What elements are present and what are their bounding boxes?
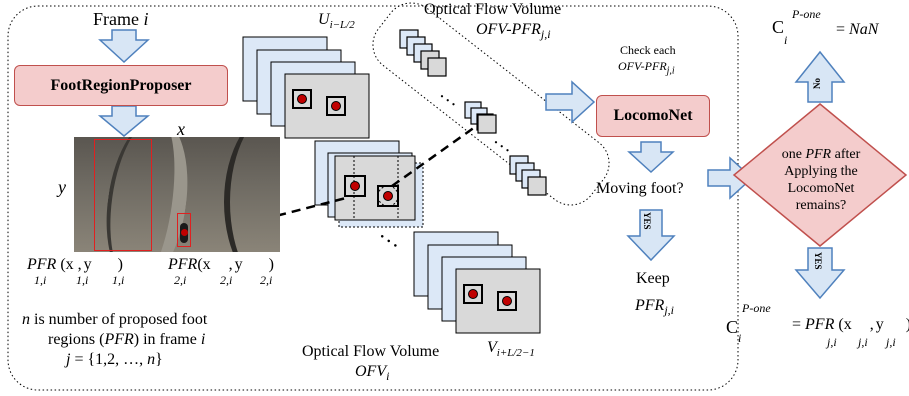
ofv-top-sub: OFV-PFRj,i [476,21,551,42]
no-label: No [812,78,822,89]
decision-diamond [732,103,908,247]
note-line-3: j = {1,2, …, n} [66,351,163,368]
dashed-link-volume [391,120,483,188]
v-label: Vi+L/2−1 [487,339,535,360]
pfr1-ysub: 1,i [112,273,125,287]
note-line-2: regions (PFR) in frame i [48,331,206,348]
top-result: C [772,17,785,37]
note-line-1: n is number of proposed foot [22,311,208,328]
bottom-result-sub: i [738,331,742,345]
check-each-label: Check each [620,43,676,57]
bottom-result-pfrsub: j,i [827,335,837,349]
pfr1-label: PFR (x ,y ) [27,256,123,273]
ofv-bottom-sub: OFVi [355,363,390,384]
pfr2-label: PFR(x ,y ) [168,256,274,273]
check-each-sub: OFV-PFRj,i [618,59,675,77]
locomonet-box: LocomoNet [596,95,710,137]
ellipsis-bottom: . . . [378,225,404,250]
top-result-eq: = NaN [836,21,879,38]
arrow-to-locomonet [545,80,596,124]
arrow-yes-down [626,209,676,262]
u-label: Ui−L/2 [318,11,355,32]
axis-y-label: y [58,177,66,197]
frame-label: Frame i [93,9,149,29]
arrow-no-up [794,50,846,103]
ofv-container [372,2,610,206]
bottom-result: C [726,317,739,337]
bottom-result-xsub: j,i [858,335,868,349]
camera-frame-image [74,137,280,252]
foot-region-proposer-box: FootRegionProposer [14,65,228,106]
ofv-cubes-middle [464,101,497,134]
ofv-bottom-title: Optical Flow Volume [302,343,440,360]
top-result-sup: P-one [792,7,821,21]
frame-stack-top [242,36,370,139]
ofv-cubes-bottom [509,155,547,196]
pfr-box-2 [177,213,191,247]
arrow-to-diamond [707,156,754,200]
arrow-frame-down [98,29,150,64]
bottom-result-sup: P-one [742,301,771,315]
pfr2-sub: 2,i [174,273,187,287]
pfr-box-1 [94,139,152,251]
pfr2-xsub: 2,i [220,273,233,287]
frame-stack-bottom [413,231,541,334]
ellipsis-cubes-1: . . . [438,87,461,109]
frame-stack-middle [314,140,424,228]
top-result-sub: i [784,33,788,47]
ofv-top-title: Optical Flow Volume [424,1,562,18]
moving-foot-label: Moving foot? [596,180,684,197]
pfr2-ysub: 2,i [260,273,273,287]
keep-pfr: PFRj,i [635,297,674,318]
pfr1-sub: 1,i [34,273,47,287]
arrow-locomonet-down [627,141,675,174]
axis-x-label: x [177,119,185,139]
ellipsis-cubes-2: . . . [492,133,515,155]
arrow-proposer-down [97,105,151,137]
diamond-text: one PFR after Applying the LocomoNet rem… [781,147,861,213]
bottom-result-ysub: j,i [886,335,896,349]
bottom-result-expr: = PFR (x ,y ) [792,316,909,333]
yes-label-left: YES [642,212,652,230]
ofv-cubes-top [399,29,447,77]
arrow-yes-down-right [794,247,846,300]
keep-label: Keep [636,270,670,287]
yes-label-right: YES [813,252,823,270]
pfr1-xsub: 1,i [76,273,89,287]
